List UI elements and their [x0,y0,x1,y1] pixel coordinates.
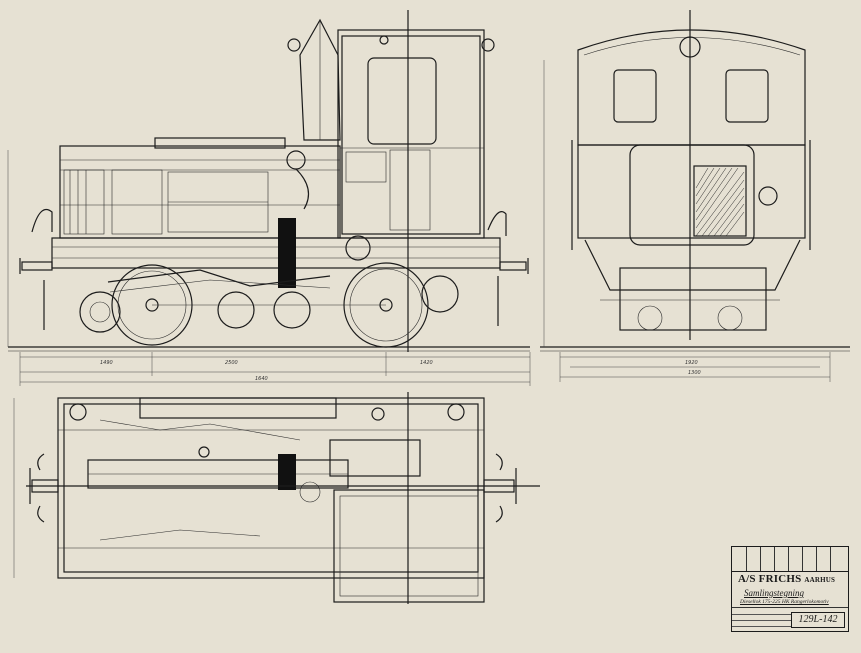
drawing-title: Samlingstegning [744,588,804,598]
dimension-label: 1920 [685,360,698,366]
company-city: AARHUS [804,576,836,584]
dimension-label: 1490 [100,360,113,366]
signature-rows [732,607,848,631]
company-name: A/S FRICHS AARHUS [738,573,836,585]
drawing-subtitle: Diesellok 175-225 HK Rangerlokomotiv [740,599,829,605]
side-elevation-view [7,10,531,386]
dimension-label: 1420 [420,360,433,366]
plan-view [13,392,540,604]
title-block: A/S FRICHS AARHUS Samlingstegning Diesel… [731,546,849,632]
revision-grid [732,547,848,572]
dimension-label: 2500 [225,360,238,366]
dimension-label: 1640 [255,376,268,382]
end-elevation-view [540,10,850,382]
dimension-label: 1300 [688,370,701,376]
drawing-number: 129L-142 [791,612,845,628]
